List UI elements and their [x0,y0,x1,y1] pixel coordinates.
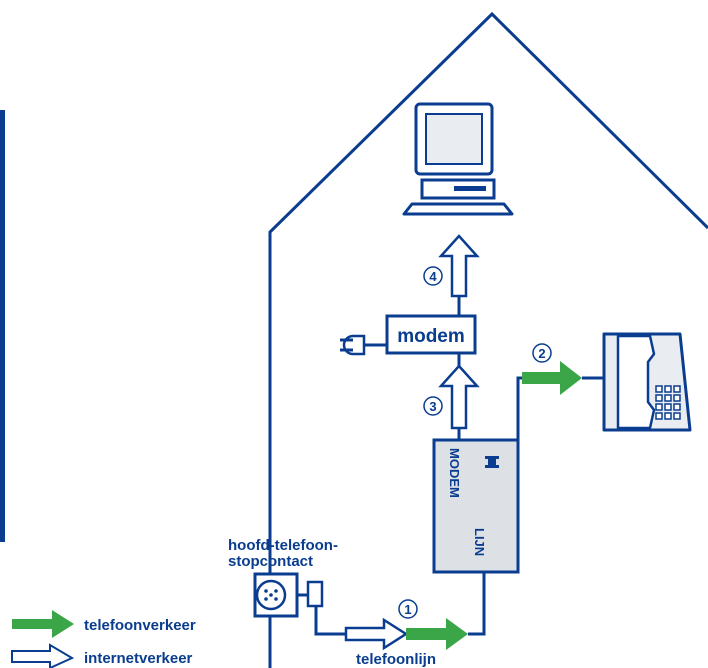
phone-handset-icon [485,456,499,468]
svg-text:3: 3 [429,399,436,414]
legend-phone-arrow [12,610,74,638]
wire-splitter-phone [516,376,522,440]
computer-icon [402,102,514,216]
page-edge-bar [0,110,5,542]
legend-internet-arrow [11,643,75,668]
svg-text:4: 4 [429,269,437,284]
splitter-modem-label: MODEM [447,448,462,498]
internet-arrow-4 [438,234,480,298]
telephone-icon [602,332,692,432]
phone-arrow-1 [406,618,468,650]
phone-arrow-2 [522,361,582,395]
modem-label: modem [397,326,465,347]
step-marker-3: 3 [423,396,443,416]
step-marker-4: 4 [423,266,443,286]
step-marker-2: 2 [532,343,552,363]
legend: telefoonverkeer internetverkeer [11,610,196,668]
internet-arrow-1 [344,617,409,651]
svg-text:2: 2 [538,346,545,361]
power-plug-icon [340,334,387,356]
internet-arrow-3 [438,364,480,430]
splitter-box: MODEM LIJN [432,438,520,574]
socket-label-line2: stopcontact [228,553,313,570]
modem-box: modem [385,314,477,355]
wall-socket-icon [253,572,299,618]
legend-phone-label: telefoonverkeer [84,617,196,634]
wire-line-to-splitter [468,572,486,636]
svg-text:1: 1 [404,602,411,617]
phone-plug-icon [297,580,346,636]
house-outline [268,11,708,668]
legend-internet-label: internetverkeer [84,650,193,667]
socket-label-line1: hoofd-telefoon- [228,537,338,554]
splitter-lijn-label: LIJN [472,528,487,556]
step-marker-1: 1 [398,599,418,619]
line-label: telefoonlijn [356,651,436,668]
